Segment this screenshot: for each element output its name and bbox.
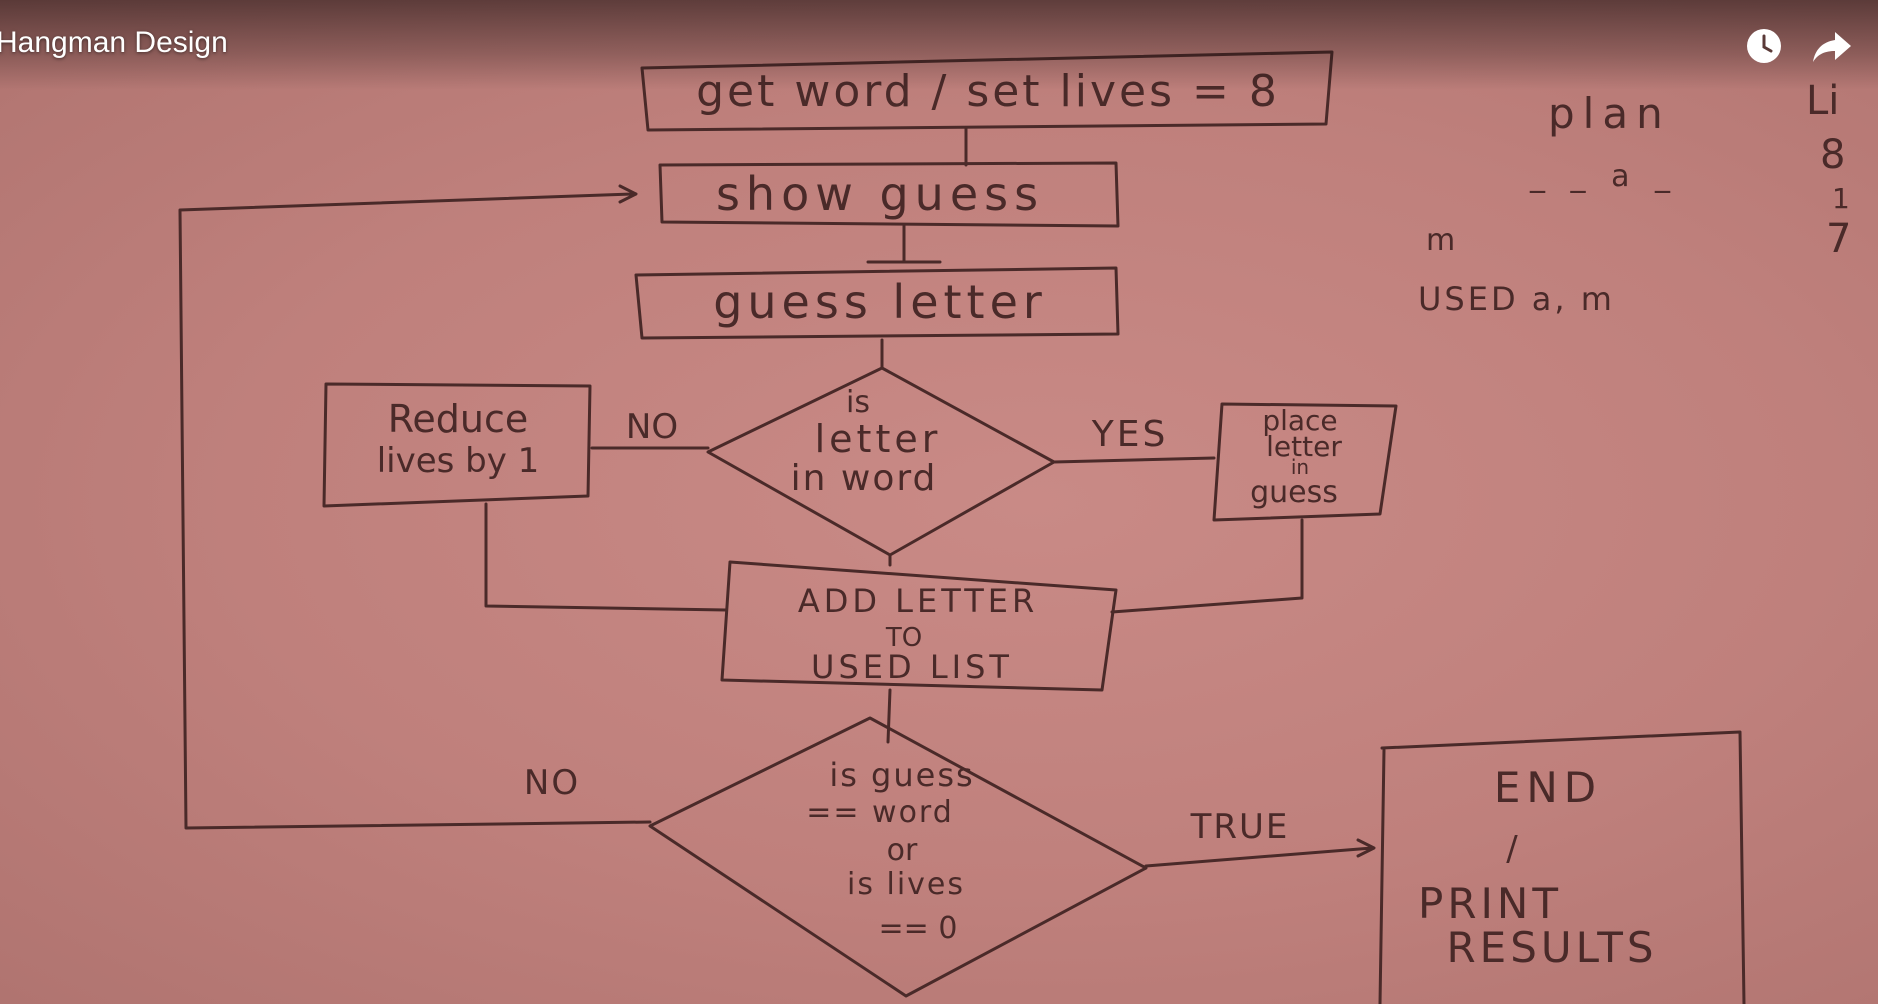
reduce-line2: lives by 1 [377,441,540,481]
label-yes: YES [1091,414,1169,455]
connector-show-guess [866,224,942,264]
note-lives-value-2: 1 [1832,182,1850,215]
reduce-lives-box [322,382,592,508]
place-line1: place [1262,404,1337,437]
place-line4: guess [1250,475,1338,510]
label-no-1: NO [626,407,678,447]
note-lives-value-3: 7 [1826,216,1851,262]
end-line2: / [1506,829,1518,869]
add-line3: USED LIST [811,648,1013,686]
player-top-bar: Hangman Design [0,0,1878,90]
reduce-line1: Reduce [388,397,529,441]
note-used: USED a, m [1418,280,1615,318]
guess-letter-text: guess letter [713,275,1047,329]
loop-back-line [178,184,652,830]
add-used-box [720,560,1118,692]
diamond2-line4: is lives [847,867,965,902]
diamond2-line2: == word [806,795,954,830]
note-guess-pattern: _ _ a _ [1529,159,1678,194]
end-box [1378,730,1746,1004]
connector-yes [1052,456,1216,464]
diamond2-line5: == 0 [879,911,958,946]
share-button[interactable] [1810,24,1854,68]
place-line2: letter [1266,430,1342,463]
video-title[interactable]: Hangman Design [0,26,228,59]
clock-icon [1747,29,1781,63]
diamond1-line2: letter [815,417,942,461]
show-guess-text: show guess [716,167,1044,221]
label-true: TRUE [1190,807,1290,847]
guess-letter-box [634,266,1120,340]
end-check-diamond [648,716,1148,998]
end-line4: RESULTS [1446,923,1657,972]
connector-place-add [1110,518,1304,614]
note-letter-m: m [1426,223,1455,258]
connector-add-diamond2 [886,688,892,744]
diamond2-line1: is guess [829,756,974,794]
add-line2: TO [885,623,922,653]
add-line1: ADD LETTER [798,582,1038,620]
diamond2-line3: or [887,833,918,868]
place-line3: in [1291,455,1309,479]
label-no-2: NO [524,763,580,803]
end-line1: END [1494,763,1602,812]
note-lives-value-1: 8 [1820,132,1845,178]
connector-true [1144,838,1376,868]
place-letter-box [1212,402,1398,522]
diamond1-line3: in word [791,458,938,499]
connector-reduce-add [484,502,728,612]
watch-later-button[interactable] [1742,24,1786,68]
share-arrow-icon [1813,32,1851,62]
note-plan: plan [1548,89,1671,138]
end-line3: PRINT [1418,879,1562,928]
show-guess-box [658,161,1120,228]
diamond1-line1: is [846,385,870,420]
